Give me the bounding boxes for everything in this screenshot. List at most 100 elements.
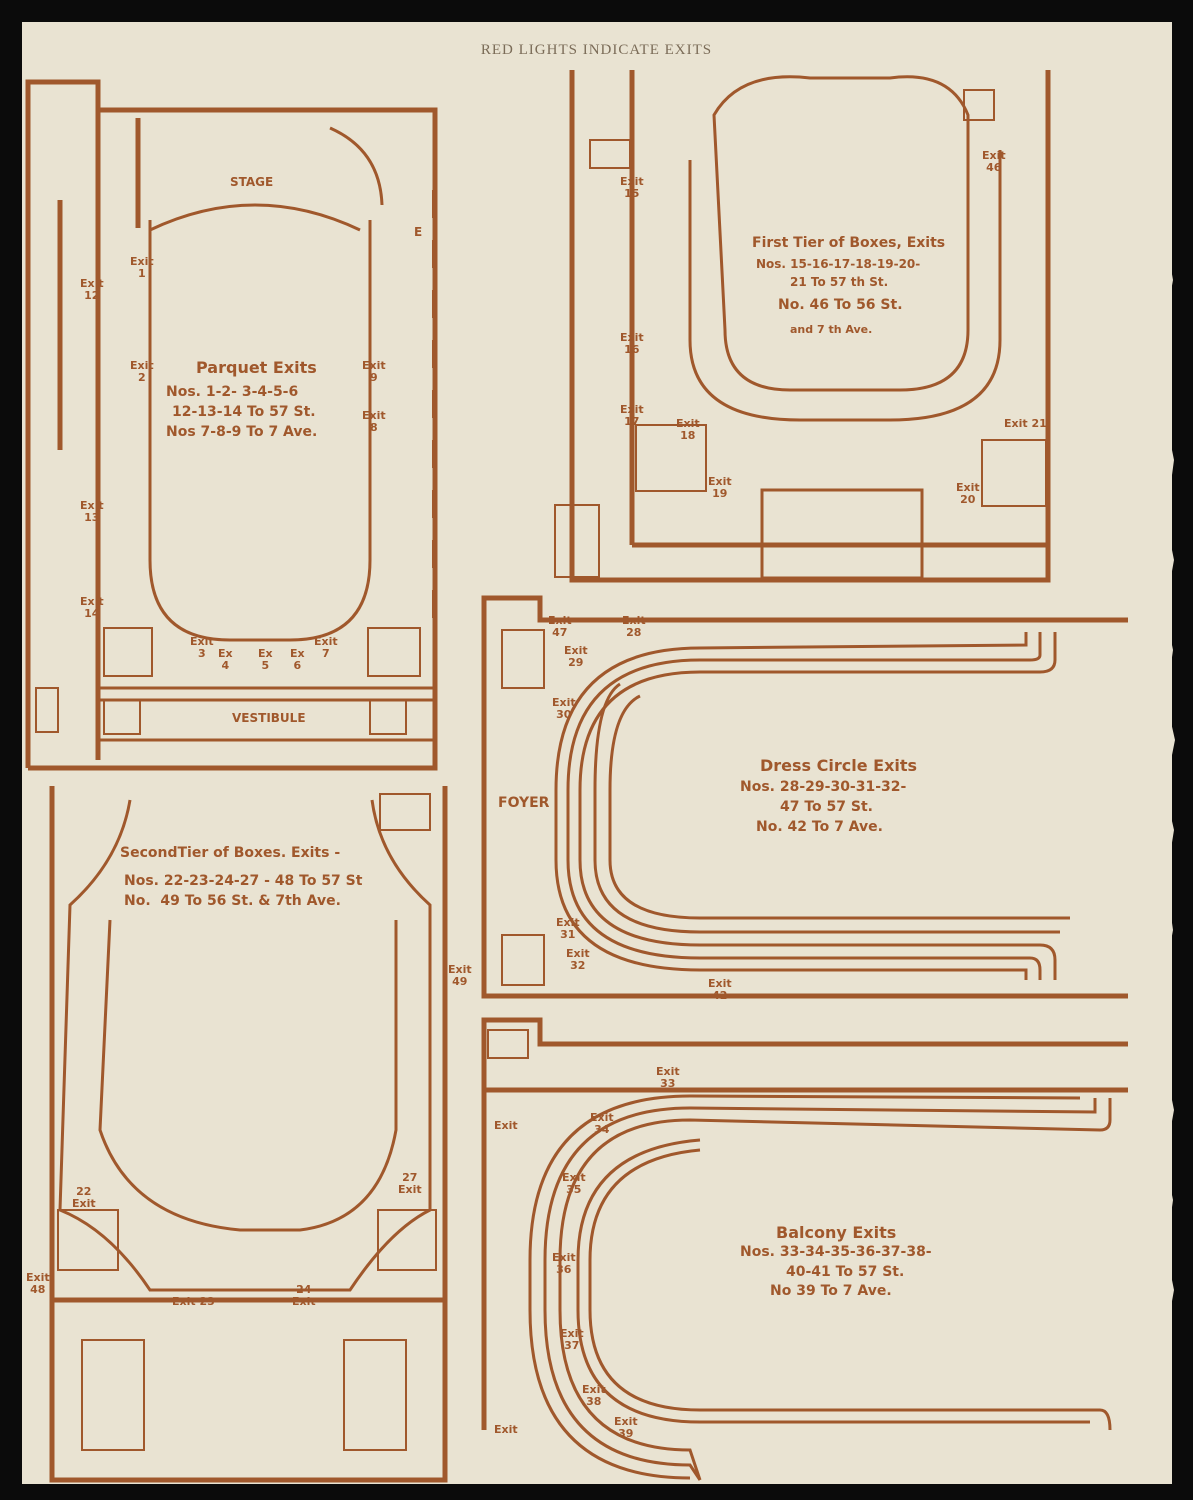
balcony-stair	[487, 1029, 529, 1059]
exit-42: Exit 42	[708, 977, 732, 1002]
exit-29: Exit 29	[564, 644, 588, 669]
dress-circle-title: Dress Circle Exits	[760, 756, 918, 775]
stair-vest-right	[369, 699, 407, 735]
exit-32: Exit 32	[566, 947, 590, 972]
exit-46: Exit 46	[982, 149, 1006, 174]
first-tier-line1: Nos. 15-16-17-18-19-20-	[756, 257, 921, 271]
balcony-line1: Nos. 33-34-35-36-37-38-	[740, 1244, 932, 1260]
exit-9: Exit 9	[362, 359, 386, 384]
exit-39: Exit 39	[614, 1415, 638, 1440]
second-tier-stair-br	[343, 1339, 407, 1451]
exit-28: Exit 28	[622, 614, 646, 639]
balcony-track-3	[528, 1094, 1081, 1480]
exit-5: Ex 5	[258, 647, 273, 672]
balcony-title: Balcony Exits	[776, 1223, 897, 1242]
exit-24: 24 Exit	[292, 1283, 316, 1308]
exit-15: Exit 15	[620, 175, 644, 200]
exit-6: Ex 6	[290, 647, 305, 672]
balcony-track-1	[558, 1098, 1112, 1481]
vestibule-label: VESTIBULE	[232, 711, 306, 725]
exit-balcony-bottom: Exit	[494, 1423, 518, 1436]
exit-16: Exit 16	[620, 331, 644, 356]
exit-3: Exit 3	[190, 635, 214, 660]
first-tier-box-ring	[688, 150, 1002, 422]
first-tier-line4: and 7 th Ave.	[790, 323, 873, 336]
parquet-line2: 12-13-14 To 57 St.	[172, 404, 316, 420]
exit-19: Exit 19	[708, 475, 732, 500]
exit-35: Exit 35	[562, 1171, 586, 1196]
first-tier-outer	[569, 70, 1051, 583]
second-tier-line2: No. 49 To 56 St. & 7th Ave.	[124, 893, 341, 909]
dress-circle-line2: 47 To 57 St.	[780, 799, 873, 815]
exit-17: Exit 17	[620, 403, 644, 428]
balcony-line2: 40-41 To 57 St.	[786, 1264, 905, 1280]
first-tier-stair-tl	[589, 139, 631, 169]
e-mark: E	[414, 225, 423, 239]
first-tier-title: First Tier of Boxes, Exits	[752, 235, 946, 251]
second-tier-stair-l	[57, 1209, 119, 1271]
parquet-title: Parquet Exits	[196, 358, 317, 377]
second-tier-box-ring	[98, 919, 398, 1232]
second-tier-title: SecondTier of Boxes. Exits -	[120, 845, 341, 861]
exit-18: Exit 18	[676, 417, 700, 442]
exit-48: Exit 48	[26, 1271, 50, 1296]
exit-12: Exit 12	[80, 277, 104, 302]
stair-vest-left	[103, 699, 141, 735]
parquet-line1: Nos. 1-2- 3-4-5-6	[166, 384, 299, 400]
foyer-label: FOYER	[498, 795, 550, 811]
dress-circle-track-5	[608, 694, 1070, 920]
balcony-track-4	[588, 1148, 1112, 1431]
exit-14: Exit 14	[80, 595, 104, 620]
parquet-line3: Nos 7-8-9 To 7 Ave.	[166, 424, 318, 440]
stair-left-block	[103, 627, 153, 677]
exit-23: Exit 23	[172, 1295, 215, 1308]
dress-circle-line1: Nos. 28-29-30-31-32-	[740, 779, 907, 795]
balcony-outer	[481, 1017, 1128, 1430]
exit-22: 22 Exit	[72, 1185, 96, 1210]
first-tier-horseshoe	[712, 75, 970, 392]
exit-2: Exit 2	[130, 359, 154, 384]
second-tier-stair-bl	[81, 1339, 145, 1451]
dress-circle-track-1	[578, 632, 1057, 980]
second-tier-line1: Nos. 22-23-24-27 - 48 To 57 St	[124, 873, 363, 889]
exit-38: Exit 38	[582, 1383, 606, 1408]
stage-curve	[149, 203, 361, 232]
exit-49: Exit 49	[448, 963, 472, 988]
exit-7: Exit 7	[314, 635, 338, 660]
dress-circle-track-3	[554, 632, 1028, 980]
header-title: RED LIGHTS INDICATE EXITS	[480, 42, 713, 58]
exit-31: Exit 31	[556, 916, 580, 941]
stage-right-arc	[329, 126, 384, 206]
exit-4: Ex 4	[218, 647, 233, 672]
exit-33: Exit 33	[656, 1065, 680, 1090]
dress-circle-track-4	[593, 682, 1060, 934]
first-tier-line2: 21 To 57 th St.	[790, 275, 889, 289]
exit-8: Exit 8	[362, 409, 386, 434]
exit-balcony-top: Exit	[494, 1119, 518, 1132]
first-tier-stair-tr	[963, 89, 995, 121]
second-tier-stair-r	[377, 1209, 437, 1271]
exit-21: Exit 21	[1004, 417, 1047, 430]
exit-34: Exit 34	[590, 1111, 614, 1136]
exit-30: Exit 30	[552, 696, 576, 721]
exit-47: Exit 47	[548, 614, 572, 639]
second-tier-box-tr	[379, 793, 431, 831]
exit-27: 27 Exit	[398, 1171, 422, 1196]
dress-circle-track-2	[566, 632, 1042, 980]
exit-37: Exit 37	[560, 1327, 584, 1352]
first-tier-stair-l	[635, 424, 707, 492]
first-tier-stage-box	[760, 488, 924, 580]
first-tier-stair-r	[981, 439, 1047, 507]
auditorium-outline	[148, 220, 372, 642]
first-tier-line3: No. 46 To 56 St.	[778, 297, 903, 313]
stair-corner	[35, 687, 59, 733]
first-tier-stair-bl	[554, 504, 600, 578]
stair-right-block	[367, 627, 421, 677]
